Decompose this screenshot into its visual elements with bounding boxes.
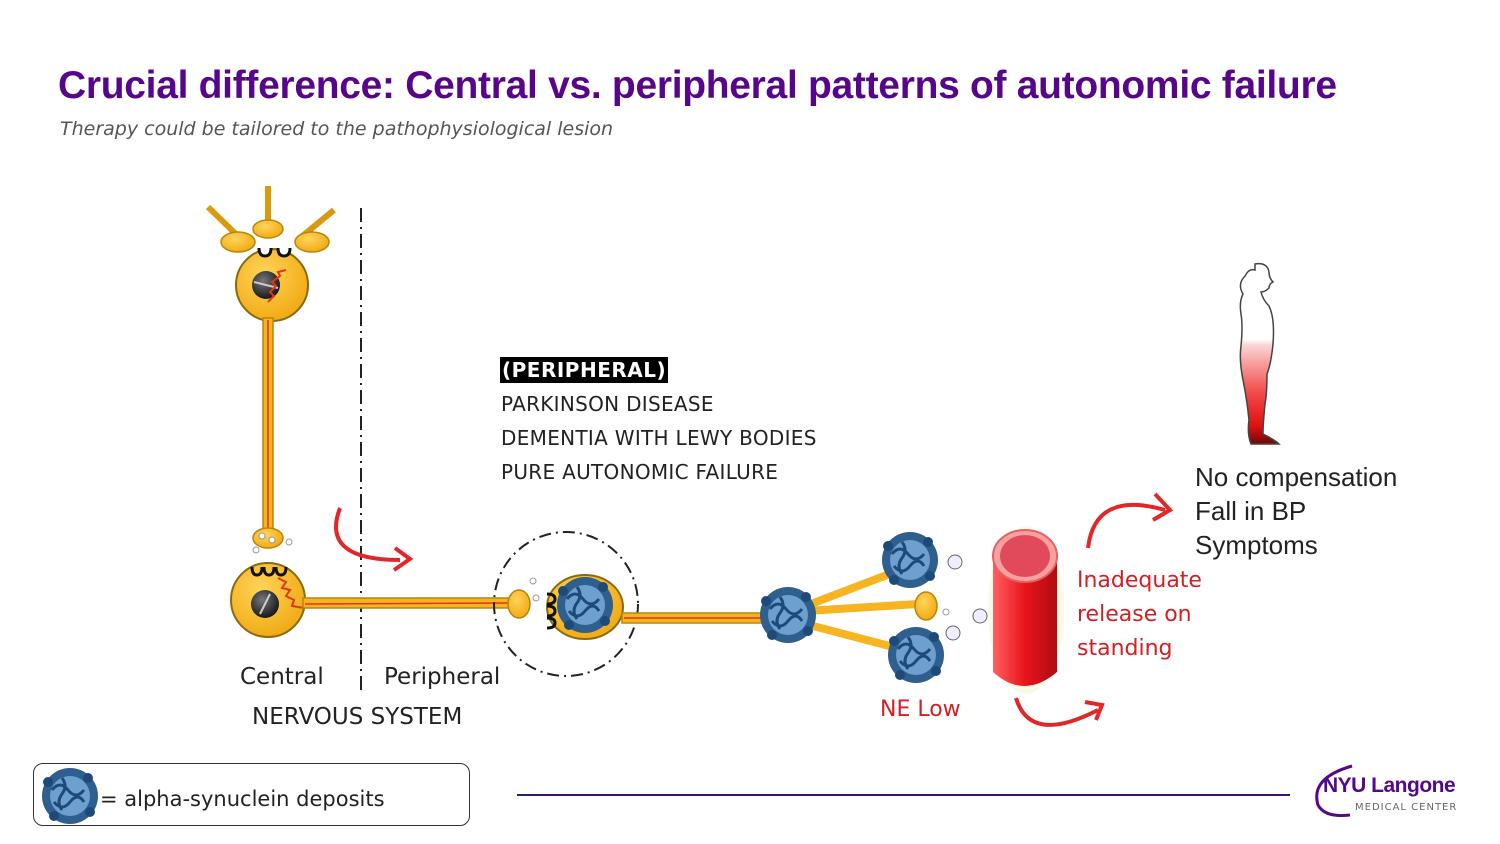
slide-subtitle: Therapy could be tailored to the pathoph… [60, 118, 614, 140]
footer-divider [517, 794, 1290, 796]
vessel-to-release-arrow [1014, 697, 1099, 727]
release-label-line: Inadequate [1077, 568, 1202, 593]
disease-item: DEMENTIA WITH LEWY BODIES [501, 426, 817, 450]
synuclein-deposit [555, 575, 615, 635]
logo-subtitle: MEDICAL CENTER [1355, 802, 1458, 813]
legend-box [33, 763, 470, 826]
nervous-system-label: NERVOUS SYSTEM [252, 704, 463, 730]
logo-name: NYU Langone [1323, 774, 1456, 797]
peripheral-label: Peripheral [384, 664, 501, 690]
disease-item: PURE AUTONOMIC FAILURE [501, 460, 779, 484]
alpha-synuclein-deposit-icon [40, 766, 100, 826]
standing-person-icon [1239, 262, 1281, 445]
release-to-outcome-arrow [1086, 502, 1166, 549]
logo-swoosh [1315, 764, 1353, 817]
ganglion-highlight-circle [493, 531, 639, 677]
postganglionic-terminals [758, 530, 988, 685]
release-label-line: release on [1077, 602, 1192, 627]
central-label: Central [240, 664, 324, 690]
blood-vessel [988, 526, 1064, 694]
outcome-item: No compensation [1195, 462, 1398, 492]
ganglion-neuron [529, 574, 773, 640]
slide-title: Crucial difference: Central vs. peripher… [58, 64, 1337, 107]
ne-low-label: NE Low [880, 697, 961, 722]
release-label-line: standing [1077, 636, 1173, 661]
peripheral-tag: (PERIPHERAL) [500, 357, 669, 383]
disease-item: PARKINSON DISEASE [501, 392, 714, 416]
outcome-list: No compensation Fall in BP Symptoms [1195, 460, 1397, 562]
central-to-peripheral-arrow [334, 507, 401, 562]
legend-text: = alpha-synuclein deposits [100, 787, 385, 811]
upper-neuron [205, 186, 336, 554]
outcome-item: Fall in BP [1195, 496, 1307, 526]
central-neuron [230, 562, 531, 638]
outcome-item: Symptoms [1195, 530, 1318, 560]
